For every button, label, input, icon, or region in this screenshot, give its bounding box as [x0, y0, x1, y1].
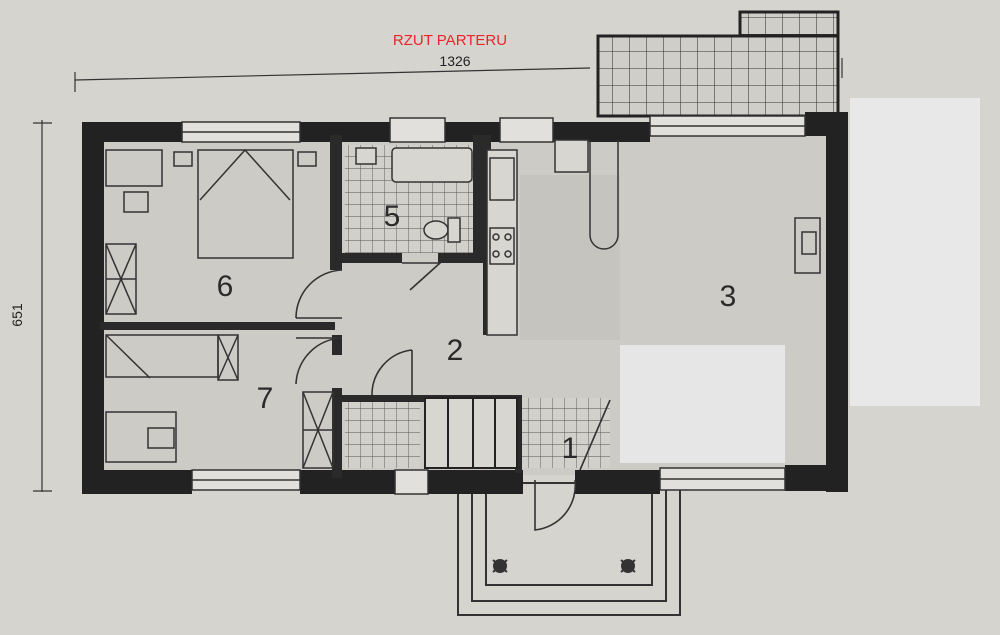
- exterior-walls: [82, 112, 848, 494]
- depth-dimension-label: 651: [9, 303, 25, 327]
- room-number-2: 2: [447, 334, 464, 367]
- fireplace: [794, 217, 821, 274]
- living-room-details: [589, 140, 821, 274]
- bathtub: [391, 147, 473, 183]
- plan-title: RZUT PARTERU: [393, 32, 507, 49]
- room-number-6: 6: [217, 270, 234, 303]
- kitchen-fixtures: [486, 139, 589, 336]
- doors: [295, 262, 611, 531]
- kitchen-floor: [520, 175, 620, 340]
- bedroom-furniture: [105, 148, 317, 315]
- room-number-7: 7: [257, 382, 274, 415]
- storage-tiles: [345, 400, 420, 468]
- desk-room7: [105, 411, 177, 463]
- room7-furniture: [105, 334, 334, 469]
- width-dimension: 1326: [74, 53, 843, 92]
- width-dimension-label: 1326: [439, 53, 470, 69]
- room-number-5: 5: [384, 200, 401, 233]
- stairs: [424, 397, 518, 469]
- sink: [489, 157, 515, 201]
- blurred-patch-right: [850, 98, 980, 406]
- room-number-3: 3: [720, 280, 737, 313]
- depth-dimension: 651: [9, 120, 52, 492]
- bathroom-fixtures: [355, 147, 473, 243]
- blurred-patch-center: [620, 345, 785, 463]
- washbasin: [355, 147, 377, 165]
- desk-bedroom: [105, 149, 163, 187]
- cooktop: [489, 227, 515, 265]
- room-number-1: 1: [562, 432, 579, 465]
- entrance-steps: [457, 482, 681, 616]
- windows: [181, 115, 806, 495]
- toilet: [423, 220, 449, 240]
